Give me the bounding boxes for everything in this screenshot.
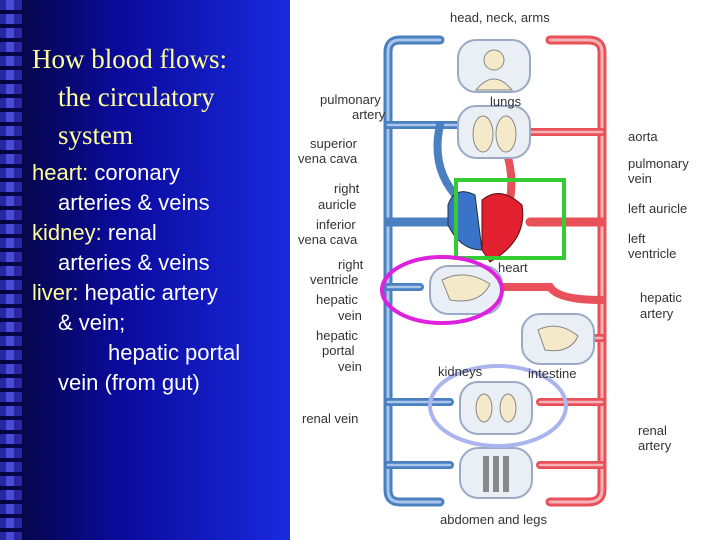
label-hepatic-portal-1: hepatic bbox=[316, 328, 358, 343]
label-renal-artery-2: artery bbox=[638, 438, 672, 453]
label-head: head, neck, arms bbox=[450, 10, 550, 25]
label-hepatic-artery-1: hepatic bbox=[640, 290, 682, 305]
diagram-labels: head, neck, arms pulmonary artery lungs … bbox=[298, 10, 689, 527]
liver-icon bbox=[441, 274, 491, 302]
label-pulmonary-artery-1: pulmonary bbox=[320, 92, 381, 107]
label-left-ventricle-1: left bbox=[628, 231, 646, 246]
label-inferior-vc-1: inferior bbox=[316, 217, 356, 232]
label-intestine: intestine bbox=[528, 366, 576, 381]
bullet-kidney-text: renal bbox=[101, 220, 157, 245]
label-hepatic-artery-2: artery bbox=[640, 306, 674, 321]
slide-title: How blood flows: the circulatory system bbox=[32, 40, 282, 154]
label-inferior-vc-2: vena cava bbox=[298, 232, 358, 247]
title-line-2: the circulatory bbox=[58, 82, 215, 112]
label-kidneys: kidneys bbox=[438, 364, 483, 379]
kidney-highlight-oval bbox=[428, 364, 568, 448]
bullet-heart: heart: coronary bbox=[32, 158, 282, 188]
label-abdomen: abdomen and legs bbox=[440, 512, 547, 527]
label-hepatic-vein-1: hepatic bbox=[316, 292, 358, 307]
bullet-kidney: kidney: renal bbox=[32, 218, 282, 248]
heart-highlight-box bbox=[454, 178, 566, 260]
lungs-icon bbox=[472, 115, 494, 153]
bullet-kidney-cont: arteries & veins bbox=[58, 250, 210, 275]
label-right-ventricle-2: ventricle bbox=[310, 272, 358, 287]
label-right-auricle-2: auricle bbox=[318, 197, 356, 212]
left-heart-chamber bbox=[481, 193, 524, 263]
heart-diagram bbox=[447, 191, 524, 263]
label-hepatic-vein-2: vein bbox=[338, 308, 362, 323]
bullet-heart-text: coronary bbox=[88, 160, 180, 185]
label-superior-vc-2: vena cava bbox=[298, 151, 358, 166]
label-renal-vein: renal vein bbox=[302, 411, 358, 426]
label-aorta: aorta bbox=[628, 129, 658, 144]
bullet-liver-cont2: hepatic portal bbox=[108, 340, 241, 365]
legs-icon bbox=[483, 456, 509, 492]
title-line-1: How blood flows: bbox=[32, 44, 227, 74]
title-line-3: system bbox=[58, 120, 134, 150]
vena-cava-highlight bbox=[386, 38, 442, 504]
bullet-kidney-key: kidney: bbox=[32, 220, 102, 245]
lungs-capillary-box bbox=[457, 105, 531, 159]
aorta-vessel bbox=[545, 35, 607, 507]
label-hepatic-portal-3: vein bbox=[338, 359, 362, 374]
bullet-heart-key: heart: bbox=[32, 160, 89, 185]
label-pulmonary-vein-2: vein bbox=[628, 171, 652, 186]
label-superior-vc-1: superior bbox=[310, 136, 358, 151]
label-lungs: lungs bbox=[490, 94, 522, 109]
bullet-liver-cont1: & vein; bbox=[58, 310, 126, 335]
label-left-ventricle-2: ventricle bbox=[628, 246, 676, 261]
bullet-liver-key: liver: bbox=[32, 280, 79, 305]
bullet-liver-text: hepatic artery bbox=[78, 280, 218, 305]
head-icon bbox=[483, 49, 505, 71]
left-panel: How blood flows: the circulatory system … bbox=[0, 0, 290, 540]
bullet-liver: liver: hepatic artery bbox=[32, 278, 282, 308]
liver-highlight-oval bbox=[380, 255, 504, 325]
label-heart: heart bbox=[498, 260, 528, 275]
stomach-icon bbox=[537, 325, 579, 352]
label-renal-artery-1: renal bbox=[638, 423, 667, 438]
kidney-capillary-box bbox=[459, 381, 533, 435]
organ-boxes bbox=[429, 39, 595, 499]
label-pulmonary-vein-1: pulmonary bbox=[628, 156, 689, 171]
bullet-list: heart: coronary arteries & veins kidney:… bbox=[32, 158, 282, 398]
bullet-heart-cont: arteries & veins bbox=[58, 190, 210, 215]
label-right-ventricle-1: right bbox=[338, 257, 364, 272]
label-left-auricle: left auricle bbox=[628, 201, 687, 216]
label-hepatic-portal-2: portal bbox=[322, 343, 355, 358]
right-heart-chamber bbox=[447, 191, 483, 251]
label-right-auricle-1: right bbox=[334, 181, 360, 196]
label-pulmonary-artery-2: artery bbox=[352, 107, 386, 122]
kidneys-icon bbox=[475, 393, 493, 423]
bullet-liver-cont3: vein (from gut) bbox=[58, 370, 200, 395]
decorative-stripe-inner bbox=[6, 0, 14, 540]
circulatory-diagram: head, neck, arms pulmonary artery lungs … bbox=[298, 10, 689, 527]
